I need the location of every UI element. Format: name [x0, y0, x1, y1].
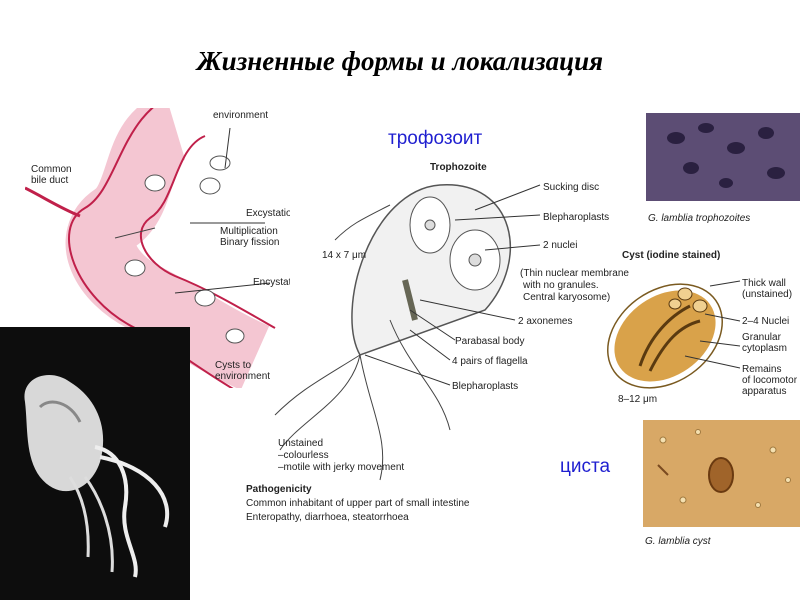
label-parabasal: Parabasal body	[455, 336, 525, 347]
caption-trophozoites: G. lamblia trophozoites	[648, 213, 751, 224]
pathogenicity-line-2: Enteropathy, diarrhoea, steatorrhoea	[246, 512, 409, 523]
caption-cyst: G. lamblia cyst	[645, 536, 711, 547]
label-trophozoite-ru: трофозоит	[388, 128, 483, 149]
label-flagella: 4 pairs of flagella	[452, 356, 528, 367]
label-nuclear-note-2: with no granules.	[523, 280, 599, 291]
pathogenicity-line-1: Common inhabitant of upper part of small…	[246, 498, 470, 509]
page-title: Жизненные формы и локализация	[196, 46, 604, 76]
label-multiplication: Multiplication	[220, 226, 278, 237]
label-thick-wall-2: (unstained)	[742, 289, 793, 300]
label-excystation: Excystation	[246, 208, 290, 219]
trophozoites-photo	[646, 113, 800, 201]
label-cyst-ru: циста	[560, 456, 611, 477]
label-cyst-nuclei: 2–4 Nuclei	[742, 316, 790, 327]
label-environment-top: environment	[213, 110, 269, 121]
label-cysts-environment: environment	[215, 371, 271, 382]
label-remains-1: Remains	[742, 364, 782, 375]
intestine-diagram: environment Common bile duct Excystation…	[25, 108, 290, 388]
label-2-nuclei: 2 nuclei	[543, 240, 578, 251]
label-unstained-3: –motile with jerky movement	[278, 462, 405, 473]
cyst-heading: Cyst (iodine stained)	[622, 250, 721, 261]
label-binary-fission: Binary fission	[220, 237, 280, 248]
label-unstained-1: Unstained	[278, 438, 324, 449]
label-unstained-2: –colourless	[278, 450, 329, 461]
label-axonemes: 2 axonemes	[518, 316, 573, 327]
label-encystation: Encystation	[253, 277, 290, 288]
label-cysts-to: Cysts to	[215, 360, 252, 371]
sem-micrograph	[0, 327, 190, 600]
label-bile-duct-1: Common	[31, 164, 72, 175]
label-granular-2: cytoplasm	[742, 343, 788, 354]
label-blepharoplasts-top: Blepharoplasts	[543, 212, 610, 223]
label-nuclear-note-1: (Thin nuclear membrane	[520, 268, 629, 279]
label-sucking-disc: Sucking disc	[543, 182, 600, 193]
pathogenicity-heading: Pathogenicity	[246, 484, 312, 495]
label-remains-3: apparatus	[742, 386, 787, 397]
cyst-photo	[643, 420, 800, 527]
label-thick-wall-1: Thick wall	[742, 278, 786, 289]
cyst-diagram: Cyst (iodine stained) Thick wall (unstai…	[590, 246, 800, 408]
label-granular-1: Granular	[742, 332, 781, 343]
label-blepharoplasts-bottom: Blepharoplasts	[452, 381, 519, 392]
label-remains-2: of locomotor	[742, 375, 798, 386]
cyst-size: 8–12 μm	[618, 394, 658, 405]
label-nuclear-note-3: Central karyosome)	[523, 292, 611, 303]
trophozoite-heading: Trophozoite	[430, 162, 487, 173]
label-bile-duct-2: bile duct	[31, 175, 69, 186]
trophozoite-size: 14 x 7 μm	[322, 250, 367, 261]
trophozoite-diagram: Trophozoite 14 x 7 μm Sucking disc Bleph…	[240, 150, 645, 545]
